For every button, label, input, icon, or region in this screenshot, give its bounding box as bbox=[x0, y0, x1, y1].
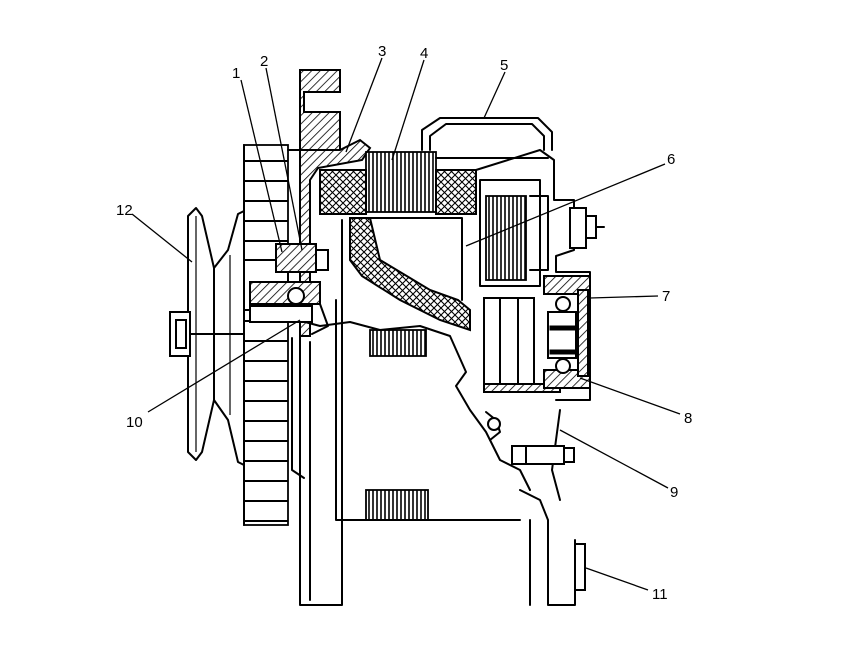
rotor-claw-pole bbox=[341, 217, 521, 521]
callout-2: 2 bbox=[260, 53, 268, 70]
shaft-nut bbox=[169, 311, 251, 357]
callout-8: 8 bbox=[684, 410, 692, 427]
stator-core bbox=[365, 151, 437, 521]
cooling-fan bbox=[243, 144, 289, 526]
callout-1: 1 bbox=[232, 65, 240, 82]
section-break bbox=[249, 317, 531, 491]
front-bearing bbox=[249, 243, 329, 335]
callout-12: 12 bbox=[116, 202, 133, 219]
mounting-lug-bottom bbox=[574, 543, 586, 591]
slip-rings bbox=[483, 297, 561, 393]
callout-labels: 1 2 3 4 5 6 7 8 9 10 11 12 bbox=[116, 43, 692, 603]
callout-4: 4 bbox=[420, 45, 428, 62]
leader-lines bbox=[131, 57, 681, 591]
stator-winding bbox=[319, 169, 477, 215]
brush-holder bbox=[479, 179, 549, 287]
callout-6: 6 bbox=[667, 151, 675, 168]
callout-9: 9 bbox=[670, 484, 678, 501]
rear-bearing bbox=[543, 275, 591, 389]
terminal-bolt bbox=[569, 207, 605, 249]
callout-10: 10 bbox=[126, 414, 143, 431]
callout-3: 3 bbox=[378, 43, 386, 60]
rear-cover bbox=[421, 117, 553, 159]
callout-11: 11 bbox=[652, 586, 668, 603]
callout-5: 5 bbox=[500, 57, 508, 74]
fixing-bolt bbox=[485, 411, 575, 465]
pulley bbox=[187, 207, 247, 467]
callout-7: 7 bbox=[662, 288, 670, 305]
